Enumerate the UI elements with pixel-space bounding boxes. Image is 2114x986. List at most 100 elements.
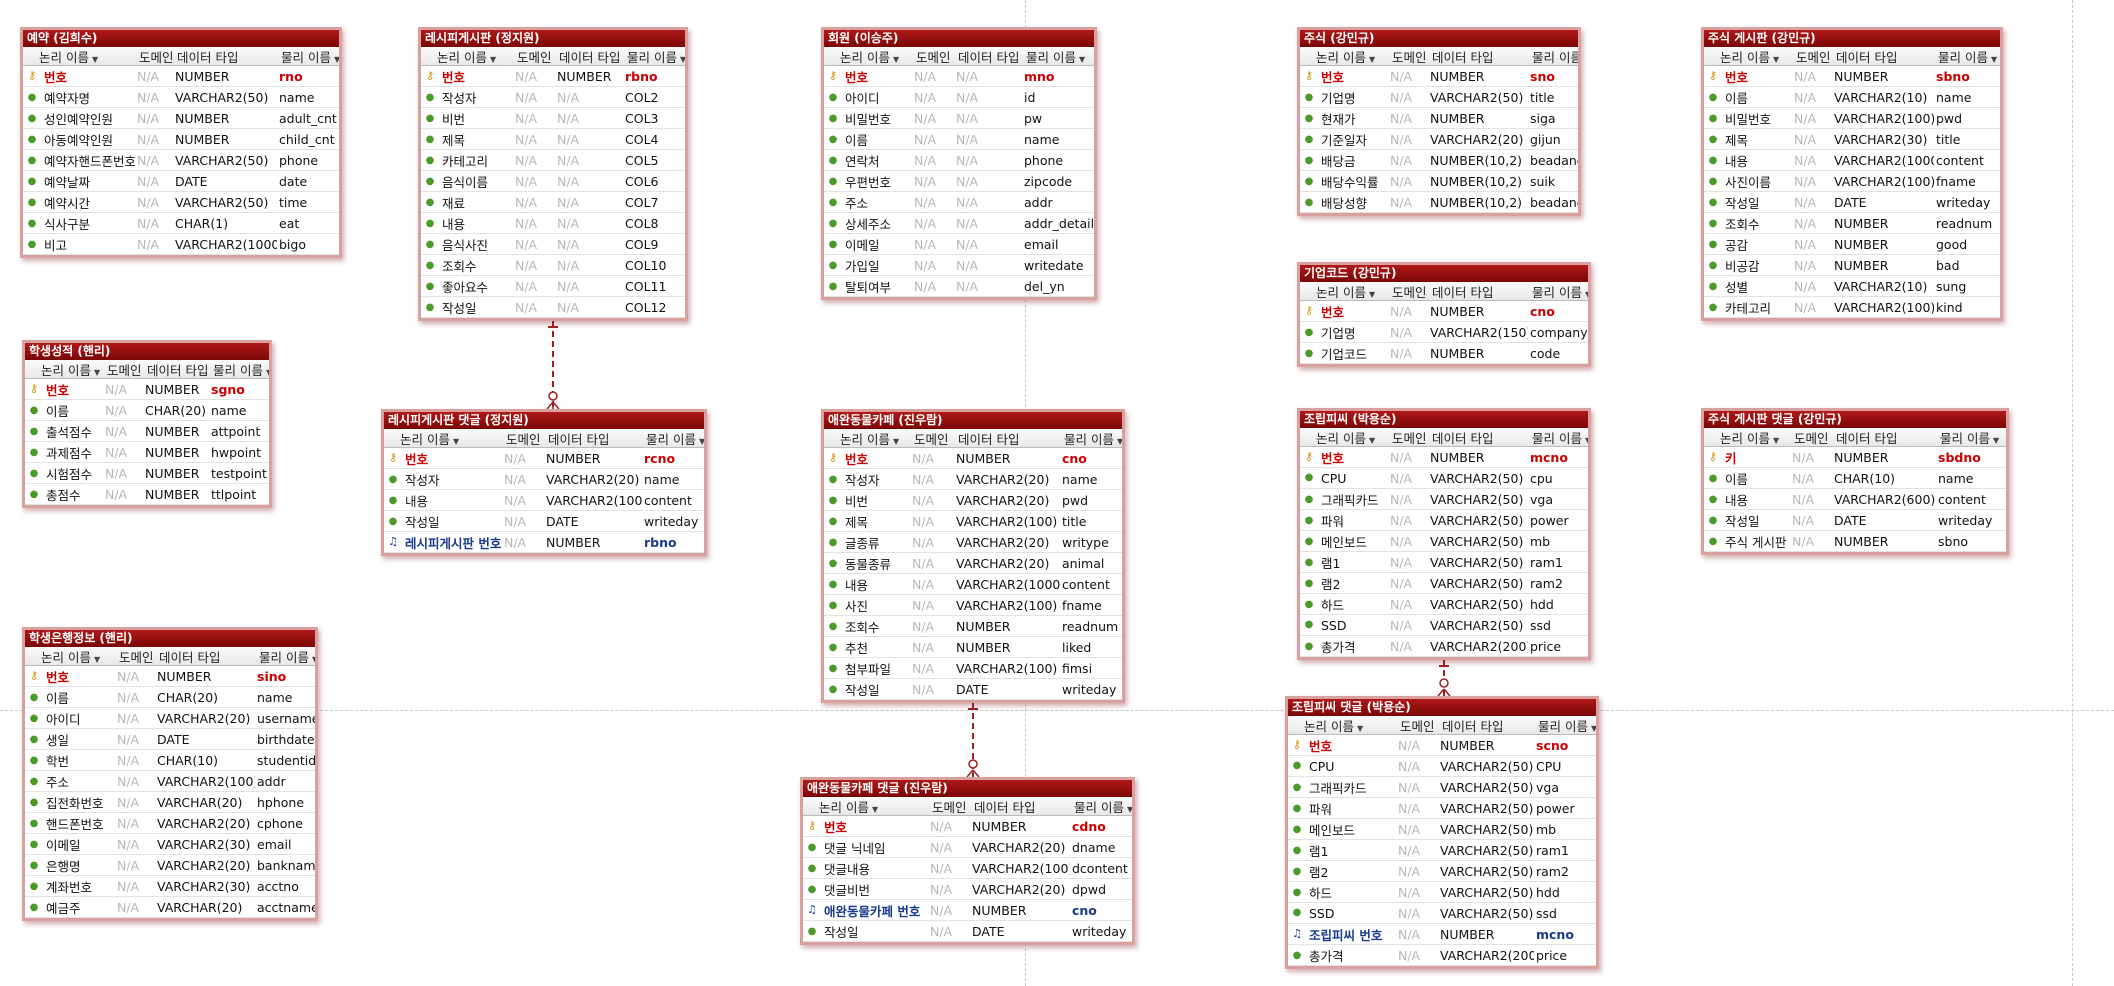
header-domain[interactable]: 도메인 (1388, 47, 1428, 66)
entity-title[interactable]: 애완동물카페 댓글 (진우람) (803, 780, 1132, 797)
header-domain[interactable]: 도메인 (1388, 282, 1428, 301)
header-physical[interactable]: 물리 이름▼ (209, 360, 269, 379)
header-logical[interactable]: 논리 이름▼ (824, 429, 910, 448)
sort-arrow-icon[interactable]: ▼ (1368, 54, 1376, 64)
header-domain[interactable]: 도메인 (103, 360, 143, 379)
entity-title[interactable]: 애완동물카페 (진우람) (824, 412, 1122, 429)
header-domain[interactable]: 도메인 (115, 647, 155, 666)
header-physical[interactable]: 물리 이름▼ (1060, 429, 1122, 448)
header-datatype[interactable]: 데이터 타입 (143, 360, 209, 379)
sort-arrow-icon[interactable]: ▼ (678, 55, 685, 64)
header-physical[interactable]: 물리 이름▼ (642, 429, 704, 448)
entity-title[interactable]: 회원 (이승주) (824, 30, 1094, 47)
sort-arrow-icon[interactable]: ▼ (1772, 435, 1780, 445)
header-physical[interactable]: 물리 이름▼ (1022, 47, 1094, 66)
header-domain[interactable]: 도메인 (1790, 428, 1832, 447)
entity-title[interactable]: 주식 (강민규) (1300, 30, 1578, 47)
header-datatype[interactable]: 데이터 타입 (954, 429, 1060, 448)
sort-arrow-icon[interactable]: ▼ (1368, 435, 1376, 445)
header-datatype[interactable]: 데이터 타입 (155, 647, 255, 666)
header-domain[interactable]: 도메인 (1396, 716, 1438, 735)
header-domain[interactable]: 도메인 (912, 47, 954, 66)
sort-arrow-icon[interactable]: ▼ (1125, 805, 1132, 814)
sort-arrow-icon[interactable]: ▼ (1772, 54, 1780, 64)
header-logical[interactable]: 논리 이름▼ (1300, 282, 1388, 301)
entity-title[interactable]: 조립피씨 댓글 (박용순) (1288, 699, 1596, 716)
header-datatype[interactable]: 데이터 타입 (954, 47, 1022, 66)
entity-title[interactable]: 레시피게시판 (정지원) (421, 30, 685, 47)
sort-arrow-icon[interactable]: ▼ (332, 55, 339, 64)
header-datatype[interactable]: 데이터 타입 (1428, 428, 1528, 447)
header-logical[interactable]: 논리 이름▼ (23, 47, 135, 66)
sort-arrow-icon[interactable]: ▼ (489, 54, 497, 64)
sort-arrow-icon[interactable]: ▼ (1583, 290, 1588, 299)
header-physical[interactable]: 물리 이름▼ (1934, 47, 2000, 66)
header-logical[interactable]: 논리 이름▼ (1288, 716, 1396, 735)
sort-arrow-icon[interactable]: ▼ (1078, 54, 1086, 64)
entity-title[interactable]: 기업코드 (강민규) (1300, 265, 1588, 282)
entity-title[interactable]: 주식 게시판 댓글 (강민규) (1704, 411, 2006, 428)
header-domain[interactable]: 도메인 (135, 47, 173, 66)
entity-title[interactable]: 레시피게시판 댓글 (정지원) (384, 412, 704, 429)
header-datatype[interactable]: 데이터 타입 (1428, 282, 1528, 301)
sort-arrow-icon[interactable]: ▼ (1356, 723, 1364, 733)
header-datatype[interactable]: 데이터 타입 (1832, 428, 1936, 447)
entity-title[interactable]: 학생성적 (핸리) (25, 343, 269, 360)
entity-title[interactable]: 예약 (김희수) (23, 30, 339, 47)
header-domain[interactable]: 도메인 (513, 47, 555, 66)
sort-arrow-icon[interactable]: ▼ (1115, 437, 1122, 446)
header-physical[interactable]: 물리 이름▼ (1936, 428, 2006, 447)
sort-arrow-icon[interactable]: ▼ (892, 54, 900, 64)
